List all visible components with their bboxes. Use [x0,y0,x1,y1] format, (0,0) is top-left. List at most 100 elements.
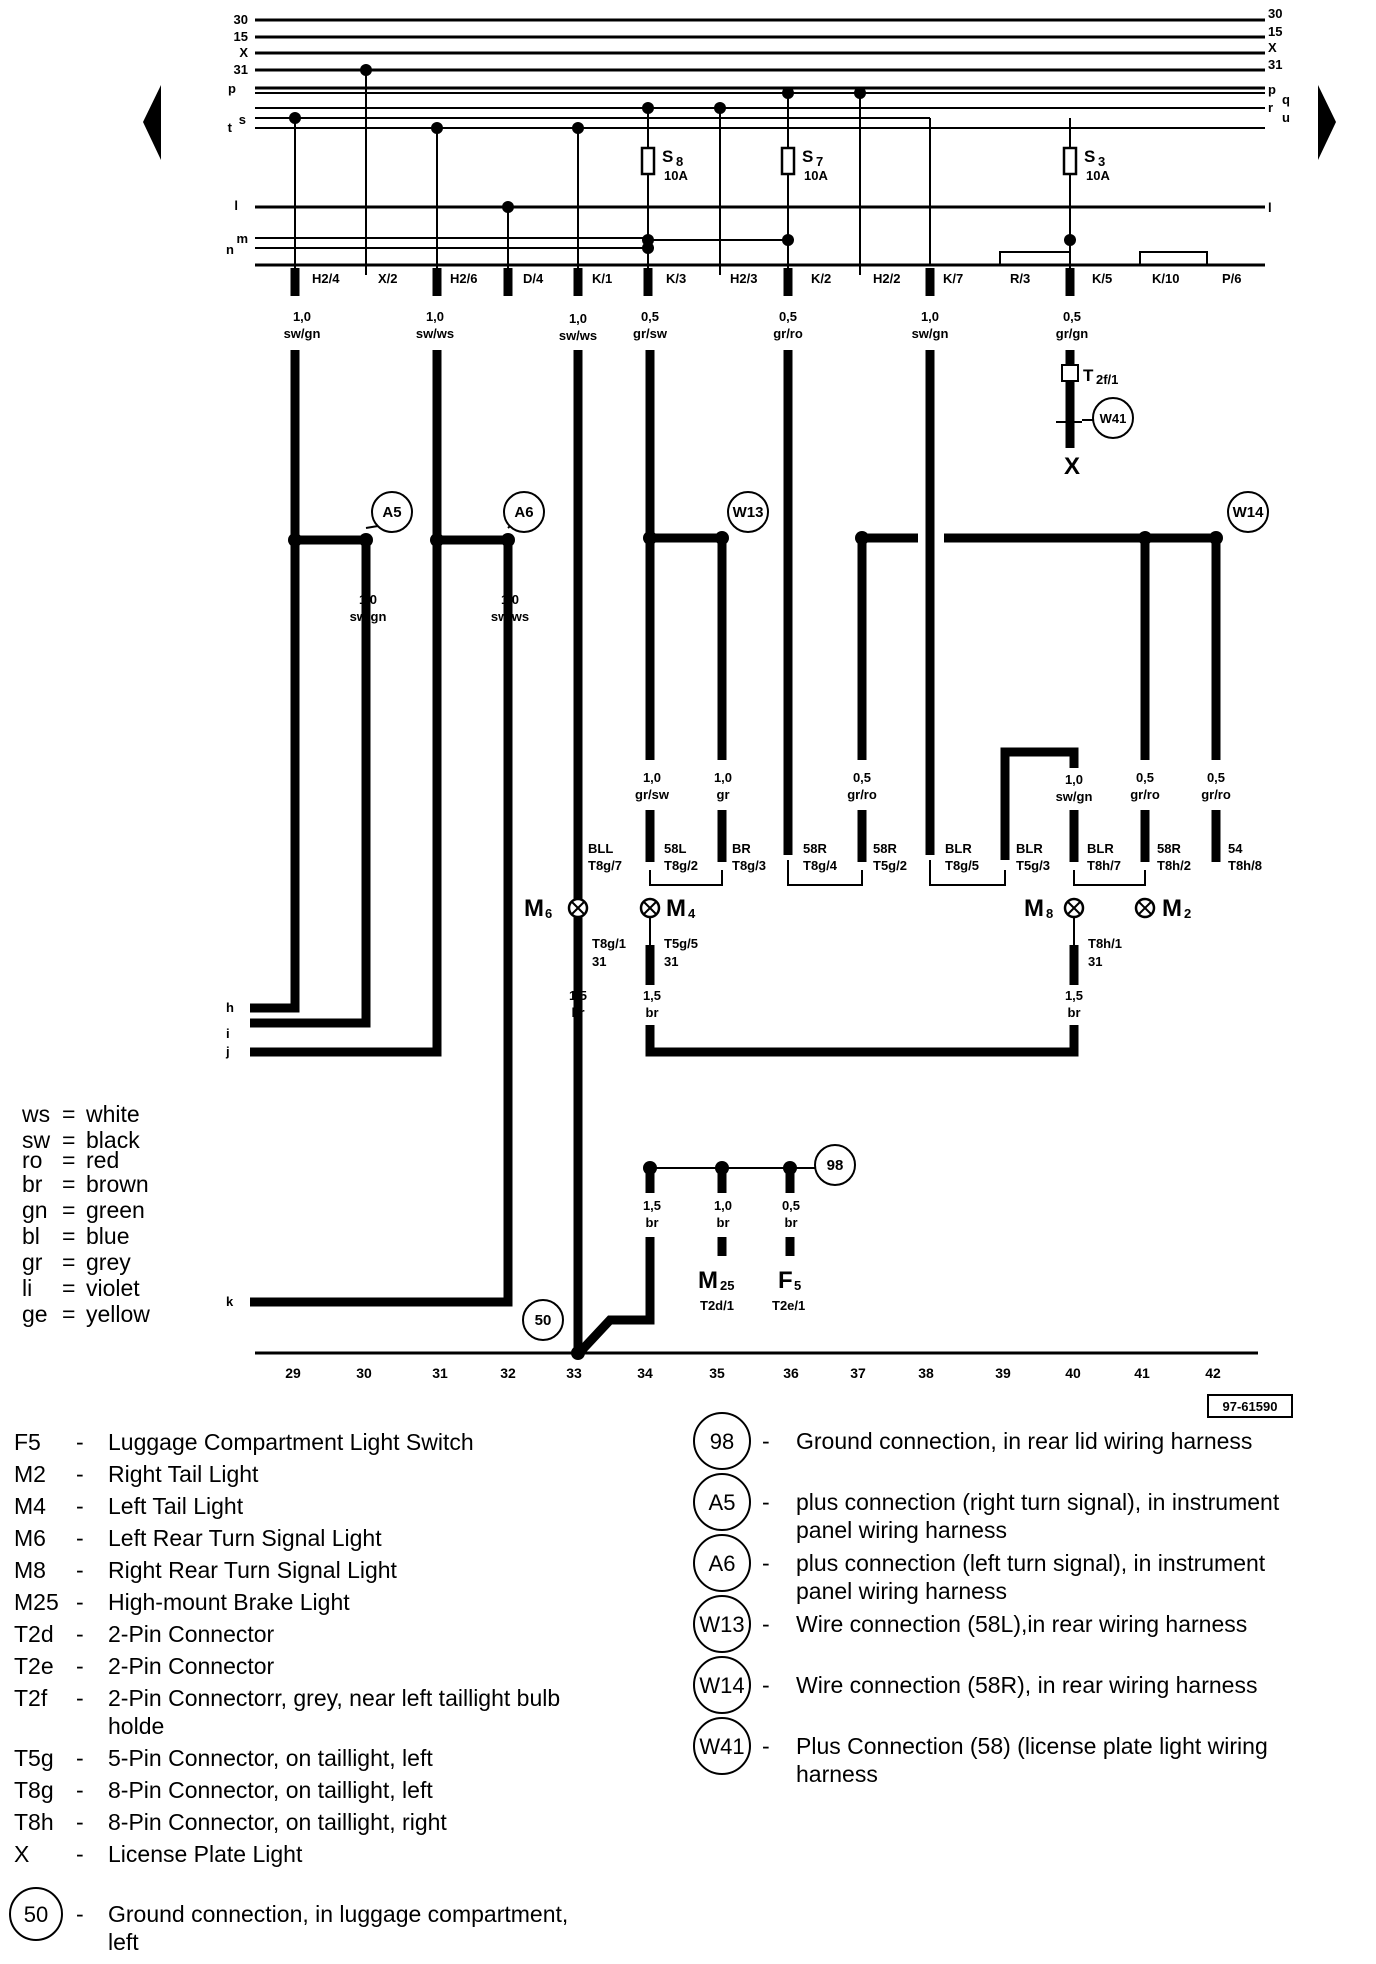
svg-text:42: 42 [1205,1365,1221,1381]
svg-text:-: - [76,1589,84,1615]
page-left-arrow[interactable] [143,85,161,160]
svg-text:1,0: 1,0 [501,592,519,607]
junction-w13: W13 [733,504,764,521]
svg-text:6: 6 [545,906,552,921]
svg-text:-: - [76,1777,84,1803]
component-key: F5-Luggage Compartment Light Switch M2-R… [9,1429,568,1955]
svg-text:blue: blue [86,1223,129,1249]
svg-text:Plus Connection (58) (license: Plus Connection (58) (license plate ligh… [796,1733,1268,1759]
page-right-arrow[interactable] [1318,85,1336,160]
svg-text:T8h/8: T8h/8 [1228,858,1262,873]
column-numbers: 29 30 31 32 33 34 35 36 37 38 39 40 41 4… [285,1365,1221,1381]
svg-text:D/4: D/4 [523,271,544,286]
svg-text:50: 50 [24,1902,48,1927]
bus-label-right-u: u [1282,110,1290,125]
svg-text:1,0: 1,0 [359,592,377,607]
bus-lines [255,18,1265,267]
svg-text:T8g/2: T8g/2 [664,858,698,873]
svg-text:K/2: K/2 [811,271,831,286]
svg-text:58R: 58R [873,841,897,856]
junction-key: 98 - Ground connection, in rear lid wiri… [693,1412,1280,1787]
svg-text:BLL: BLL [588,841,613,856]
bus-label-30: 30 [234,12,248,27]
svg-text:F5: F5 [14,1429,41,1455]
svg-text:58L: 58L [664,841,686,856]
svg-text:red: red [86,1147,119,1173]
svg-text:54: 54 [1228,841,1243,856]
svg-text:1,0: 1,0 [293,309,311,324]
svg-text:white: white [85,1101,140,1127]
svg-text:-: - [76,1525,84,1551]
svg-text:W14: W14 [699,1673,744,1698]
svg-text:S: S [802,147,813,166]
svg-text:sw/gn: sw/gn [284,326,321,341]
svg-text:sw/gn: sw/gn [350,609,387,624]
svg-text:98: 98 [710,1429,734,1454]
edge-labels: h i j k [225,1000,234,1309]
svg-text:W41: W41 [699,1734,744,1759]
svg-text:M: M [666,895,686,922]
svg-text:31: 31 [1088,954,1102,969]
svg-text:Wire connection (58R), in rear: Wire connection (58R), in rear wiring ha… [796,1672,1257,1698]
bus-label-right-31: 31 [1268,57,1282,72]
svg-text:-: - [76,1429,84,1455]
svg-text:gr/sw: gr/sw [635,787,670,802]
svg-text:Ground connection, in rear lid: Ground connection, in rear lid wiring ha… [796,1428,1252,1454]
svg-text:K/5: K/5 [1092,271,1112,286]
lamp-ground-stubs: T8g/1 31 T5g/5 31 T8h/1 31 1,5 br 1,5 br… [569,918,1122,1057]
svg-text:1,0: 1,0 [426,309,444,324]
fuse-s8: S 8 10A [640,146,688,183]
bus-labels-left: 30 15 X 31 p s t l m n [226,12,248,257]
svg-text:31: 31 [664,954,678,969]
svg-text:0,5: 0,5 [1207,770,1225,785]
junction-a6: A6 [514,504,533,521]
svg-text:Right Tail Light: Right Tail Light [108,1461,259,1487]
svg-text:25: 25 [720,1278,734,1293]
svg-text:ro: ro [22,1147,42,1173]
svg-text:31: 31 [592,954,606,969]
svg-text:-: - [762,1489,770,1515]
svg-text:brown: brown [86,1171,149,1197]
svg-text:holde: holde [108,1713,164,1739]
svg-text:34: 34 [637,1365,653,1381]
svg-text:gr: gr [22,1249,43,1275]
svg-text:T5g/2: T5g/2 [873,858,907,873]
lamp-m8: M 8 [1024,895,1085,922]
svg-text:-: - [76,1653,84,1679]
svg-text:K/10: K/10 [1152,271,1179,286]
svg-text:T2d: T2d [14,1621,54,1647]
svg-text:Left Rear Turn Signal Light: Left Rear Turn Signal Light [108,1525,382,1551]
bus-labels-right: 30 15 X 31 p q r u l [1268,6,1290,215]
svg-text:-: - [76,1745,84,1771]
svg-text:yellow: yellow [86,1301,150,1327]
svg-text:=: = [62,1249,75,1275]
lamp-m6: M 6 [524,895,589,922]
svg-text:-: - [76,1809,84,1835]
svg-text:10A: 10A [664,168,688,183]
svg-text:gr/ro: gr/ro [1130,787,1160,802]
svg-text:2-Pin Connectorr, grey, near l: 2-Pin Connectorr, grey, near left tailli… [108,1685,560,1711]
svg-text:0,5: 0,5 [779,309,797,324]
junction-98: 98 [827,1157,844,1174]
svg-text:P/6: P/6 [1222,271,1242,286]
svg-text:2-Pin Connector: 2-Pin Connector [108,1653,275,1679]
bus-label-p: p [228,81,236,96]
svg-text:T8g/5: T8g/5 [945,858,979,873]
svg-text:M6: M6 [14,1525,46,1551]
svg-text:li: li [22,1275,32,1301]
svg-text:0,5: 0,5 [641,309,659,324]
svg-text:green: green [86,1197,145,1223]
bus-label-right-l: l [1268,200,1272,215]
svg-text:sw/ws: sw/ws [559,328,597,343]
svg-text:=: = [62,1197,75,1223]
t2f-label: T [1083,366,1094,385]
svg-text:58R: 58R [803,841,827,856]
svg-text:8-Pin Connector, on taillight,: 8-Pin Connector, on taillight, right [108,1809,447,1835]
svg-text:M: M [1024,895,1044,922]
junction-a5: A5 [382,504,401,521]
svg-text:T8h/2: T8h/2 [1157,858,1191,873]
svg-text:=: = [62,1223,75,1249]
svg-text:BLR: BLR [1087,841,1114,856]
svg-text:M: M [1162,895,1182,922]
svg-text:M8: M8 [14,1557,46,1583]
